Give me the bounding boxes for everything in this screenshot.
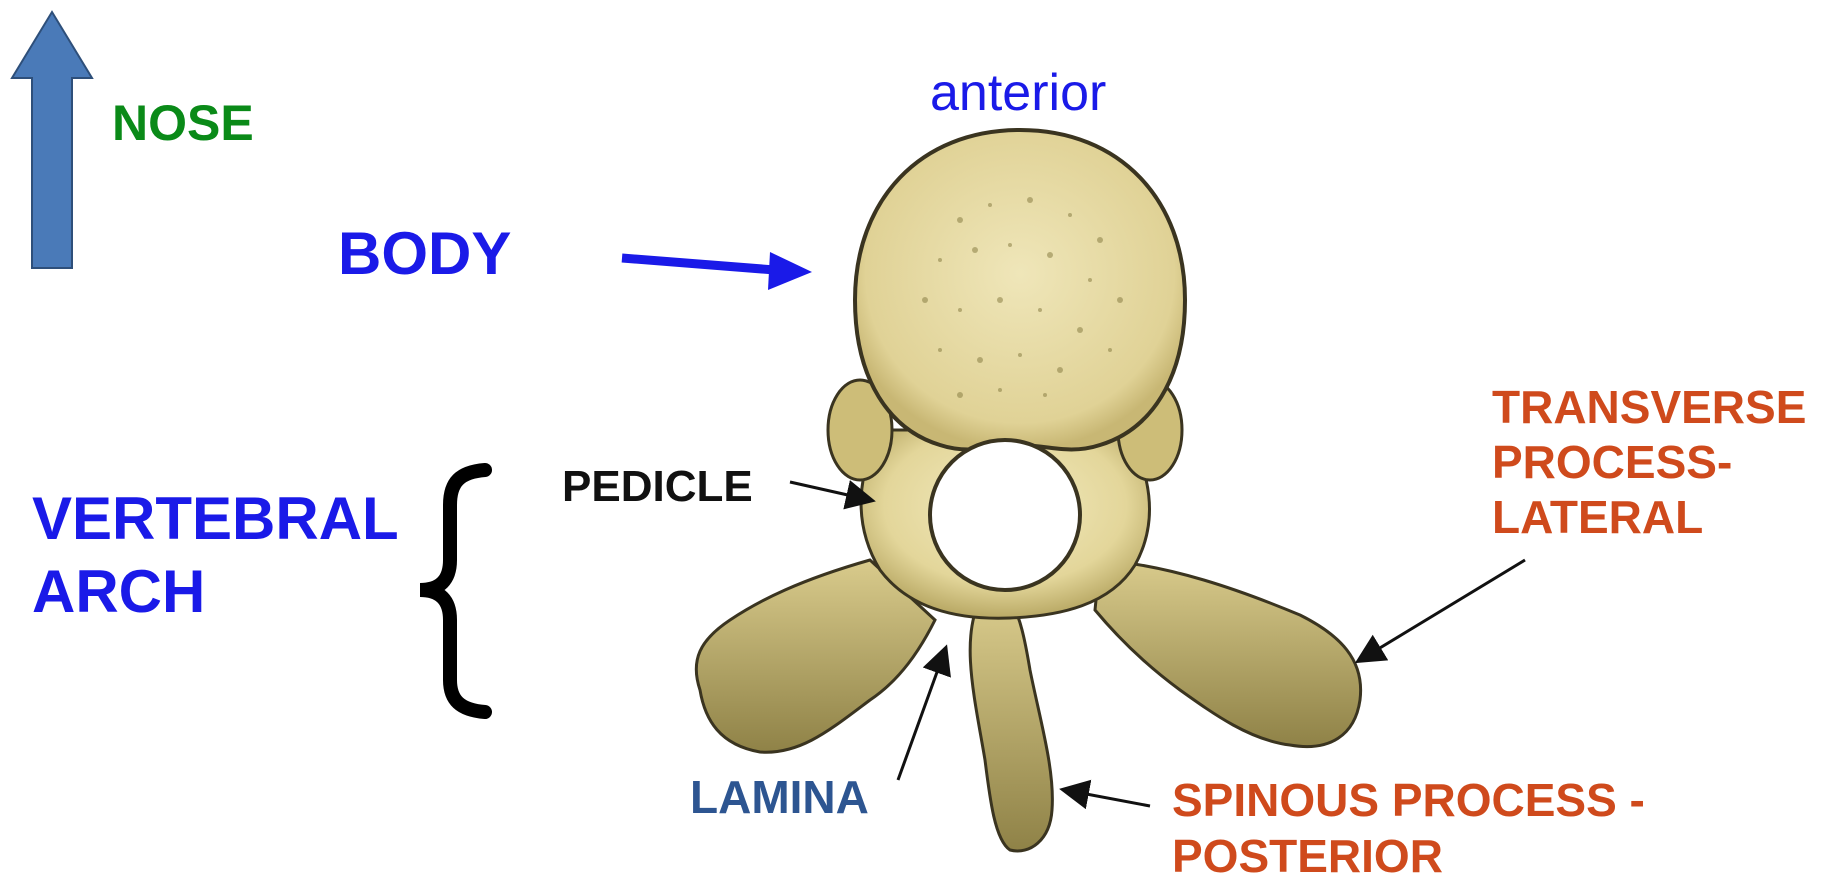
anterior-label: anterior bbox=[930, 64, 1106, 122]
vertebral-arch-line-2: ARCH bbox=[32, 555, 399, 628]
pedicle-pointer bbox=[790, 482, 870, 500]
spinous-process-label: SPINOUS PROCESS - POSTERIOR bbox=[1172, 772, 1645, 884]
curly-brace-icon bbox=[420, 470, 485, 712]
vertebral-arch-label: VERTEBRAL ARCH bbox=[32, 482, 399, 628]
transverse-line-1: TRANSVERSE bbox=[1492, 380, 1806, 435]
transverse-line-2: PROCESS- bbox=[1492, 435, 1806, 490]
lamina-label: LAMINA bbox=[690, 772, 869, 824]
transverse-pointer bbox=[1360, 560, 1525, 660]
pedicle-label: PEDICLE bbox=[562, 462, 753, 511]
body-arrow bbox=[622, 252, 812, 290]
nose-label: NOSE bbox=[112, 95, 254, 151]
spinous-line-2: POSTERIOR bbox=[1172, 828, 1645, 884]
up-arrow-icon bbox=[12, 12, 92, 268]
transverse-process-label: TRANSVERSE PROCESS- LATERAL bbox=[1492, 380, 1806, 546]
spinous-line-1: SPINOUS PROCESS - bbox=[1172, 772, 1645, 828]
transverse-line-3: LATERAL bbox=[1492, 490, 1806, 545]
vertebra-illustration bbox=[696, 130, 1360, 851]
vertebral-arch-line-1: VERTEBRAL bbox=[32, 482, 399, 555]
body-label: BODY bbox=[338, 220, 511, 287]
spinous-pointer bbox=[1065, 790, 1150, 806]
